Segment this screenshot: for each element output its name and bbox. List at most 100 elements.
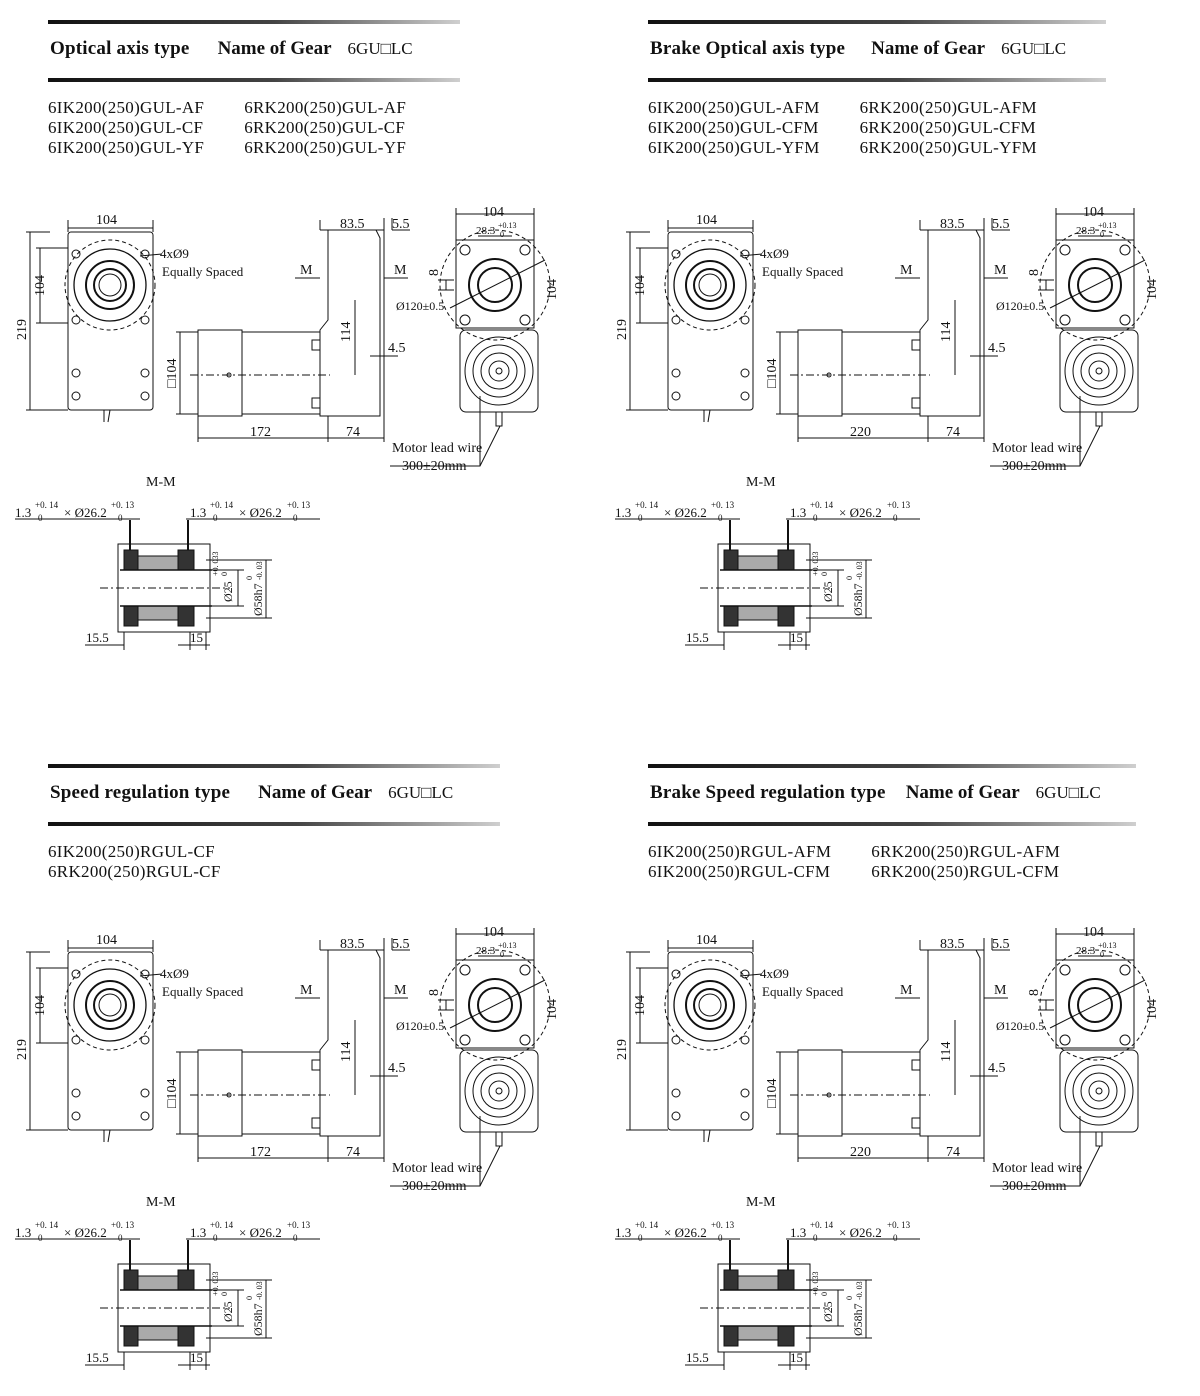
dim-groove-left-tol-upper: +0. 14 <box>635 500 659 510</box>
dim-bore-25: Ø25 <box>821 1301 835 1322</box>
fan-ring <box>1080 1072 1118 1110</box>
output-bore <box>477 987 513 1023</box>
corner-hole <box>459 244 471 256</box>
dim-groove-left-tol-lower: 0 <box>638 1233 643 1243</box>
flange-square <box>455 959 535 1049</box>
dim-bore-25-tol-upper: +0. 033 <box>211 1271 220 1296</box>
gearbox-side <box>319 229 381 417</box>
label-lead-length: 300±20mm <box>1002 1179 1067 1194</box>
mounting-hole <box>140 315 150 325</box>
bore-circle <box>698 273 722 297</box>
bearing <box>123 1325 139 1347</box>
dim-holes: 4xØ9 <box>160 246 189 261</box>
section-header: Optical axis type Name of Gear 6GU□LC <box>50 38 413 60</box>
bearing <box>777 1325 795 1347</box>
corner-hole <box>519 964 531 976</box>
header-rule-bottom <box>48 78 460 82</box>
dim-groove-right-diameter: × Ø26.2 <box>839 505 882 520</box>
section-title: Brake Speed regulation type <box>650 782 886 803</box>
dim-28-3-tol-upper: +0.13 <box>1098 941 1117 950</box>
mounting-hole <box>740 1035 750 1045</box>
mounting-hole <box>740 1111 750 1121</box>
bearing <box>177 1269 195 1291</box>
lead-wire-exit <box>1095 412 1103 427</box>
bearing <box>723 549 739 571</box>
motor-housing <box>241 331 321 415</box>
gearbox-side <box>919 949 981 1137</box>
flange-circle <box>673 248 747 322</box>
fastener <box>311 1117 321 1129</box>
dim-groove-right-tol-lower: 0 <box>813 513 818 523</box>
section-header: Brake Optical axis type Name of Gear 6GU… <box>650 38 1066 60</box>
shaft-circle <box>93 268 127 302</box>
dim-groove-left-diameter-tol-lower: 0 <box>718 513 723 523</box>
dim-square-104: □104 <box>165 359 180 388</box>
dim-groove-right: 1.3 <box>790 505 806 520</box>
lead-wire-exit <box>495 1132 503 1147</box>
hub-circle <box>685 980 735 1030</box>
header-rule-top <box>648 764 1136 768</box>
dim-28-3: 28.3 <box>1076 945 1096 957</box>
pilot-circle <box>64 959 156 1051</box>
fan-cover <box>459 329 539 413</box>
dim-groove-left-tol-upper: +0. 14 <box>35 1220 59 1230</box>
fan-cover <box>459 1049 539 1133</box>
mounting-hole <box>671 1111 681 1121</box>
corner-hole <box>1119 1034 1131 1046</box>
shaft-circle <box>93 988 127 1022</box>
fan-ring <box>1088 1080 1110 1102</box>
model-number: 6RK200(250)GUL-CF <box>244 118 406 137</box>
housing-section <box>717 543 811 633</box>
dim-groove-right-tol-lower: 0 <box>813 1233 818 1243</box>
label-section-mm: M-M <box>146 1195 176 1210</box>
dim-groove-right-tol-upper: +0. 14 <box>810 1220 834 1230</box>
dim-groove-right: 1.3 <box>790 1225 806 1240</box>
dim-groove-right-diameter-tol-upper: +0. 13 <box>887 1220 911 1230</box>
model-number: 6IK200(250)RGUL-CF <box>48 842 215 861</box>
flange-view <box>990 928 1151 1187</box>
dim-square-104: □104 <box>765 1079 780 1108</box>
gear-code: 6GU□LC <box>1035 783 1101 802</box>
dim-groove-right-tol-upper: +0. 14 <box>210 500 234 510</box>
corner-hole <box>1119 964 1131 976</box>
fan-hub <box>1095 367 1103 375</box>
section-mm <box>615 1238 920 1370</box>
dim-114: 114 <box>939 322 954 342</box>
flange-square <box>1055 959 1135 1049</box>
section-title: Brake Optical axis type <box>650 38 846 59</box>
bore-circle <box>98 993 122 1017</box>
corner-hole <box>1119 314 1131 326</box>
dim-motor-length: 220 <box>850 1145 871 1160</box>
mounting-hole <box>71 1035 81 1045</box>
dim-groove-right-diameter-tol-upper: +0. 13 <box>287 500 311 510</box>
bearing <box>723 1269 739 1291</box>
dim-flange-104: 104 <box>1083 205 1104 220</box>
dimension-drawing: 104 104 219 4xØ9 Equally Spaced 83.5 5.5… <box>15 925 560 1370</box>
dim-83-5: 83.5 <box>340 217 365 232</box>
label-lead-length: 300±20mm <box>402 459 467 474</box>
lead-wire-stub <box>703 1129 711 1143</box>
dim-width-104: 104 <box>696 933 717 948</box>
section-title: Speed regulation type <box>50 782 231 803</box>
pcd-circle <box>439 229 551 341</box>
dim-flange-104: 104 <box>483 205 504 220</box>
dimension-drawing: 104 104 219 4xØ9 Equally Spaced 83.5 5.5… <box>615 205 1160 650</box>
fan-ring <box>1072 344 1126 398</box>
gear-code: 6GU□LC <box>1001 39 1067 58</box>
dim-boss-58-tol-upper: 0 <box>845 576 854 580</box>
lead-wire-stub <box>103 1129 111 1143</box>
fan-hub <box>495 1087 503 1095</box>
dim-74: 74 <box>946 1145 960 1160</box>
dim-motor-length: 172 <box>250 425 271 440</box>
dim-flange-height-104: 104 <box>545 279 560 300</box>
section-mm <box>15 518 320 650</box>
dim-15: 15 <box>190 630 203 645</box>
pilot-circle <box>664 239 756 331</box>
model-number: 6IK200(250)RGUL-AFM <box>648 842 832 861</box>
mounting-hole <box>740 368 750 378</box>
section-marker-m: M <box>900 263 913 278</box>
mounting-hole <box>140 368 150 378</box>
lead-wire-exit <box>495 412 503 427</box>
